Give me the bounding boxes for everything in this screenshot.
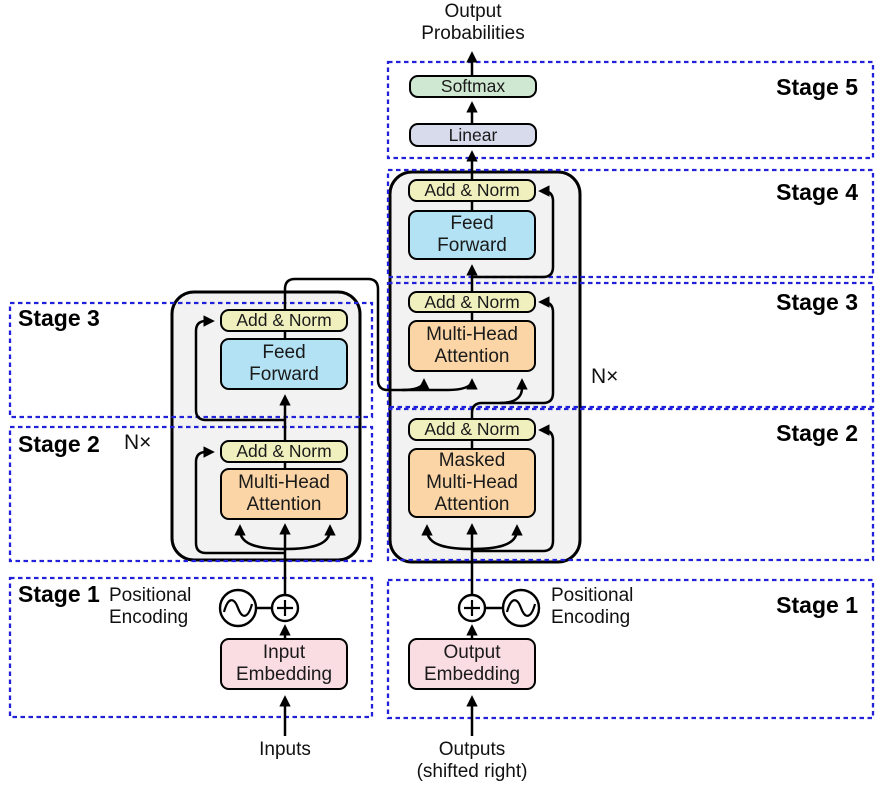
decoder-plus-glyph	[464, 600, 480, 616]
decoder-multi-head-attention-box: Multi-Head Attention	[408, 320, 536, 372]
encoder-residual-stage2	[194, 446, 285, 555]
stage1-left-outline	[8, 576, 374, 719]
decoder-residual-stage2	[472, 424, 555, 553]
stage5-right-label: Stage 5	[776, 74, 858, 100]
input-embedding-box: Input Embedding	[220, 638, 348, 690]
stage1-left-label: Stage 1	[18, 581, 100, 607]
decoder-stage4-add-norm-box: Add & Norm	[408, 179, 536, 202]
stage2-left-label: Stage 2	[18, 431, 100, 457]
stage1-right-label: Stage 1	[776, 592, 858, 618]
stage4-right-outline	[386, 168, 875, 279]
encoder-positional-encoding-label: Positional Encoding	[109, 585, 192, 629]
encoder-feed-forward-box: Feed Forward	[220, 338, 348, 390]
stage3-right-label: Stage 3	[776, 289, 858, 315]
encoder-to-decoder-path	[283, 277, 478, 392]
masked-multi-head-attention-box: Masked Multi-Head Attention	[408, 448, 536, 518]
output-embedding-box: Output Embedding	[408, 638, 536, 690]
outputs-label: Outputs (shifted right)	[416, 739, 528, 783]
stage1-right-outline	[386, 578, 875, 720]
decoder-repeat-count: N×	[591, 365, 619, 388]
decoder-feed-forward-box: Feed Forward	[408, 210, 536, 260]
decoder-qkv-branch-left	[421, 524, 473, 551]
decoder-positional-encoding-label: Positional Encoding	[551, 585, 634, 629]
decoder-qkv-branch-right	[471, 524, 523, 551]
encoder-residual-stage3	[194, 315, 285, 422]
stage2-right-outline	[386, 407, 875, 562]
linear-box: Linear	[409, 123, 537, 147]
encoder-stage3-add-norm-box: Add & Norm	[220, 309, 348, 332]
decoder-query-path	[470, 378, 528, 418]
decoder-residual-stage3	[500, 296, 555, 405]
stage3-right-outline	[386, 281, 875, 409]
encoder-multi-head-attention-box: Multi-Head Attention	[220, 468, 348, 520]
positional-encoding-symbols	[218, 588, 541, 628]
decoder-stage2-add-norm-box: Add & Norm	[408, 418, 536, 441]
stage-outlines	[8, 60, 875, 720]
stage3-left-outline	[8, 301, 374, 419]
decoder-sine-wave	[505, 599, 537, 617]
inputs-label: Inputs	[259, 739, 311, 760]
decoder-residual-stage4	[472, 185, 555, 279]
encoder-to-decoder-fork-arrow	[401, 378, 430, 392]
encoder-repeat-count: N×	[124, 431, 152, 454]
encoder-sine-wave	[222, 599, 254, 617]
stage2-right-label: Stage 2	[776, 420, 858, 446]
encoder-qkv-branch-left	[234, 524, 286, 551]
encoder-plus-glyph	[277, 600, 293, 616]
stage4-right-label: Stage 4	[776, 179, 858, 205]
encoder-qkv-branch-right	[284, 524, 336, 551]
decoder-stage3-add-norm-box: Add & Norm	[408, 291, 536, 313]
stage3-left-label: Stage 3	[18, 305, 100, 331]
encoder-stage2-add-norm-box: Add & Norm	[220, 440, 348, 463]
stage5-right-outline	[386, 60, 875, 160]
softmax-box: Softmax	[409, 75, 537, 98]
output-probabilities-label: Output Probabilities	[421, 1, 525, 45]
